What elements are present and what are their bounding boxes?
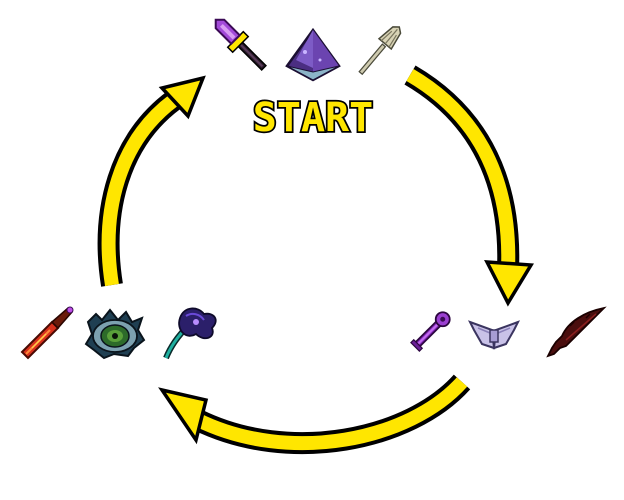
item-group-bottom-left	[20, 306, 217, 360]
item-group-top	[214, 18, 402, 82]
purple-dagger-icon	[214, 18, 267, 71]
silver-wing-emblem-icon	[467, 320, 521, 350]
arrow-right-to-left	[158, 374, 471, 455]
arrow-top-to-right	[404, 65, 534, 307]
cycle-arrows	[97, 65, 534, 455]
start-label: START	[253, 95, 373, 141]
dark-crimson-blade-icon	[546, 306, 607, 358]
bone-wand-icon	[358, 26, 402, 76]
red-crystal-staff-icon	[20, 306, 74, 360]
green-eye-orb-icon	[84, 308, 146, 360]
teal-flower-staff-icon	[163, 307, 217, 360]
amethyst-pyramid-crystal-icon	[285, 27, 341, 82]
purple-arrow-wand-icon	[410, 311, 451, 352]
item-group-bottom-right	[410, 306, 607, 358]
arrow-left-to-top	[97, 75, 206, 287]
